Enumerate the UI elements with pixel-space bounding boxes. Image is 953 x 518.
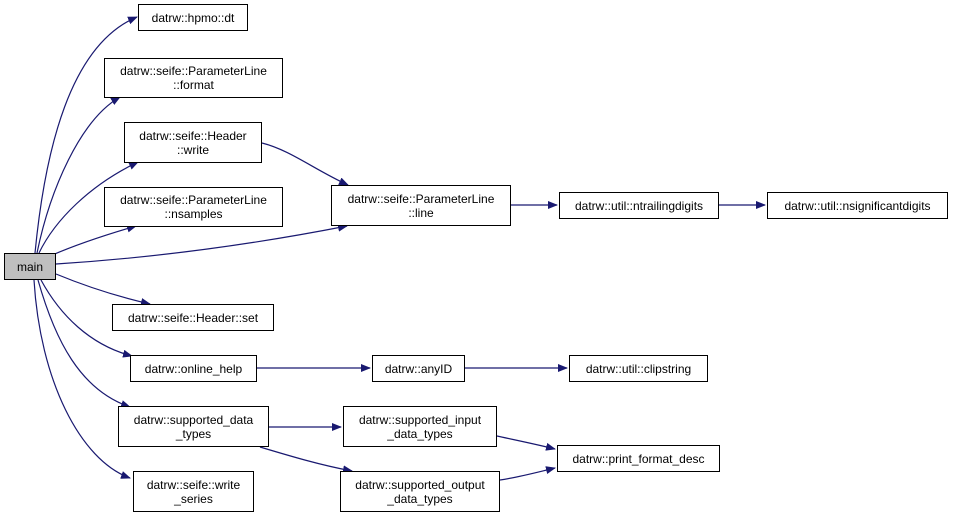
node-header-set[interactable]: datrw::seife::Header::set <box>112 304 274 331</box>
edge-supported-input-print-format-desc <box>496 435 556 451</box>
node-seife-write-series[interactable]: datrw::seife::write _series <box>133 471 254 512</box>
edge-main-hpmo-dt <box>34 16 138 254</box>
node-header-write[interactable]: datrw::seife::Header ::write <box>124 122 262 163</box>
node-clipstring[interactable]: datrw::util::clipstring <box>569 355 708 382</box>
node-header-write-label-1: datrw::seife::Header <box>139 128 247 143</box>
edge-supported-data-types-output <box>259 446 353 474</box>
node-parameterline-format-label-2: ::format <box>173 78 214 92</box>
node-supported-input-label-2: _data_types <box>387 426 453 441</box>
edge-main-supported-data-types <box>37 279 131 408</box>
node-anyid[interactable]: datrw::anyID <box>372 355 465 382</box>
edge-main-online-help <box>40 279 133 358</box>
edge-header-write-parameterline-line <box>261 142 349 186</box>
edge-main-parameterline-format <box>36 96 121 254</box>
node-print-format-desc-label: datrw::print_format_desc <box>572 451 705 466</box>
node-supported-output-label-2: _data_types <box>387 491 453 506</box>
edge-main-header-write <box>38 161 139 254</box>
node-parameterline-line-label-2: ::line <box>408 205 434 220</box>
node-anyid-label: datrw::anyID <box>384 361 453 376</box>
edge-main-parameterline-nsamples <box>49 224 137 257</box>
node-parameterline-line-label-1: datrw::seife::ParameterLine <box>347 191 495 206</box>
node-online-help[interactable]: datrw::online_help <box>130 355 257 382</box>
node-main-label: main <box>16 259 43 274</box>
node-parameterline-line[interactable]: datrw::seife::ParameterLine ::line <box>331 185 511 226</box>
node-hpmo-dt-label: datrw::hpmo::dt <box>151 10 235 25</box>
node-ntrailingdigits-label: datrw::util::ntrailingdigits <box>574 198 704 213</box>
node-online-help-label: datrw::online_help <box>144 361 243 376</box>
edge-main-header-set <box>55 273 151 306</box>
node-seife-write-series-label-1: datrw::seife::write <box>146 477 241 492</box>
edge-supported-output-print-format-desc <box>499 466 556 481</box>
node-seife-write-series-label-2: _series <box>174 491 213 506</box>
node-supported-data-types-label-2: _types <box>175 426 212 441</box>
node-parameterline-nsamples-label-2: ::nsamples <box>164 207 223 221</box>
node-supported-data-types-label-1: datrw::supported_data <box>133 412 254 427</box>
node-nsignificantdigits-label: datrw::util::nsignificantdigits <box>784 198 931 213</box>
node-main: main <box>4 253 56 280</box>
node-supported-input-label-1: datrw::supported_input <box>358 412 482 427</box>
edge-main-seife-write-series <box>33 279 131 479</box>
node-clipstring-label: datrw::util::clipstring <box>585 361 692 376</box>
node-supported-output-data-types[interactable]: datrw::supported_output _data_types <box>340 471 500 512</box>
node-supported-input-data-types[interactable]: datrw::supported_input _data_types <box>343 406 497 447</box>
node-ntrailingdigits[interactable]: datrw::util::ntrailingdigits <box>559 192 719 219</box>
node-hpmo-dt[interactable]: datrw::hpmo::dt <box>138 4 248 31</box>
node-parameterline-nsamples[interactable]: datrw::seife::ParameterLine ::nsamples <box>104 187 283 227</box>
node-parameterline-format-label-1: datrw::seife::ParameterLine <box>120 64 267 78</box>
node-header-set-label: datrw::seife::Header::set <box>127 310 259 325</box>
node-supported-data-types[interactable]: datrw::supported_data _types <box>118 406 269 447</box>
edge-main-parameterline-line <box>55 223 348 265</box>
node-nsignificantdigits[interactable]: datrw::util::nsignificantdigits <box>767 192 948 219</box>
node-supported-output-label-1: datrw::supported_output <box>355 477 485 492</box>
node-header-write-label-2: ::write <box>176 142 209 157</box>
node-parameterline-nsamples-label-1: datrw::seife::ParameterLine <box>120 193 267 207</box>
node-print-format-desc[interactable]: datrw::print_format_desc <box>557 445 720 472</box>
node-parameterline-format[interactable]: datrw::seife::ParameterLine ::format <box>104 58 283 98</box>
